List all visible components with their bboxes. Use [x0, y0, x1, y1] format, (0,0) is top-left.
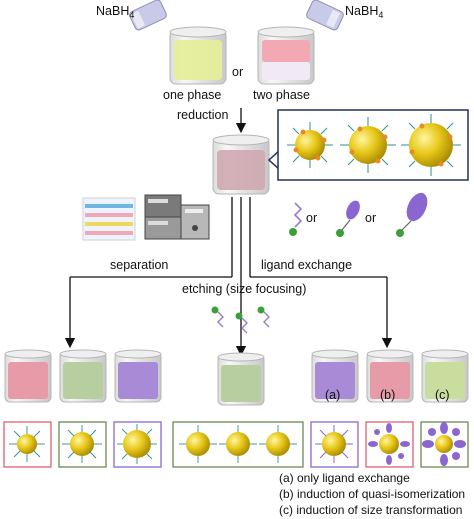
beaker-etched-green: [217, 352, 265, 406]
ligand-or-label-2: or: [365, 211, 376, 225]
beaker-separated-purple: [114, 349, 162, 403]
box-exchange-c: [420, 421, 469, 468]
phase-label-two: two phase: [253, 88, 310, 102]
beaker-label-b: (b): [380, 388, 395, 402]
cluster-large: [401, 114, 461, 176]
reagent-bottle-left: [129, 0, 167, 31]
beaker-exchange-b: [366, 349, 414, 403]
box-exchange-b: [365, 421, 414, 468]
beaker-exchange-a: [311, 349, 359, 403]
branch-lines: [64, 197, 393, 357]
beaker-crude-mixture: [212, 134, 270, 195]
ligand-short-icon: [289, 202, 303, 236]
box-separated-pink: [3, 421, 52, 468]
box-separated-green: [58, 421, 107, 468]
legend-item-b: (b) induction of quasi-isomerization: [279, 487, 465, 501]
phase-label-one: one phase: [163, 88, 221, 102]
reagent-bottle-right: [306, 0, 344, 31]
cluster-small: [287, 122, 333, 168]
legend-item-c: (c) induction of size transformation: [279, 503, 462, 517]
beaker-two-phase: [257, 26, 315, 85]
ligand-bulky-icon: [396, 192, 428, 237]
beaker-exchange-c: [421, 349, 469, 403]
ligand-or-label-1: or: [306, 211, 317, 225]
box-exchange-a: [310, 421, 359, 468]
beaker-label-a: (a): [325, 388, 340, 402]
beaker-one-phase: [169, 26, 227, 85]
beaker-separated-green: [59, 349, 107, 403]
branch-label-separation: separation: [110, 258, 168, 272]
beaker-label-c: (c): [435, 388, 450, 402]
reagent-label-left: NaBH4: [96, 4, 134, 20]
tlc-plate-icon: [82, 197, 136, 241]
branch-label-etching: etching (size focusing): [182, 282, 306, 296]
ligand-medium-icon: [336, 200, 360, 237]
reagent-label-right: NaBH4: [345, 4, 383, 20]
legend-item-a: (a) only ligand exchange: [279, 471, 410, 485]
hplc-instrument-icon: [144, 194, 210, 240]
cluster-medium: [340, 117, 396, 173]
reduction-label: reduction: [177, 108, 228, 122]
box-separated-purple: [113, 421, 162, 468]
box-etched-clusters: [172, 421, 304, 468]
beaker-separated-pink: [4, 349, 52, 403]
or-label-top: or: [232, 65, 243, 79]
etching-ligands-icon: [211, 306, 270, 334]
branch-label-ligand-exchange: ligand exchange: [261, 258, 352, 272]
